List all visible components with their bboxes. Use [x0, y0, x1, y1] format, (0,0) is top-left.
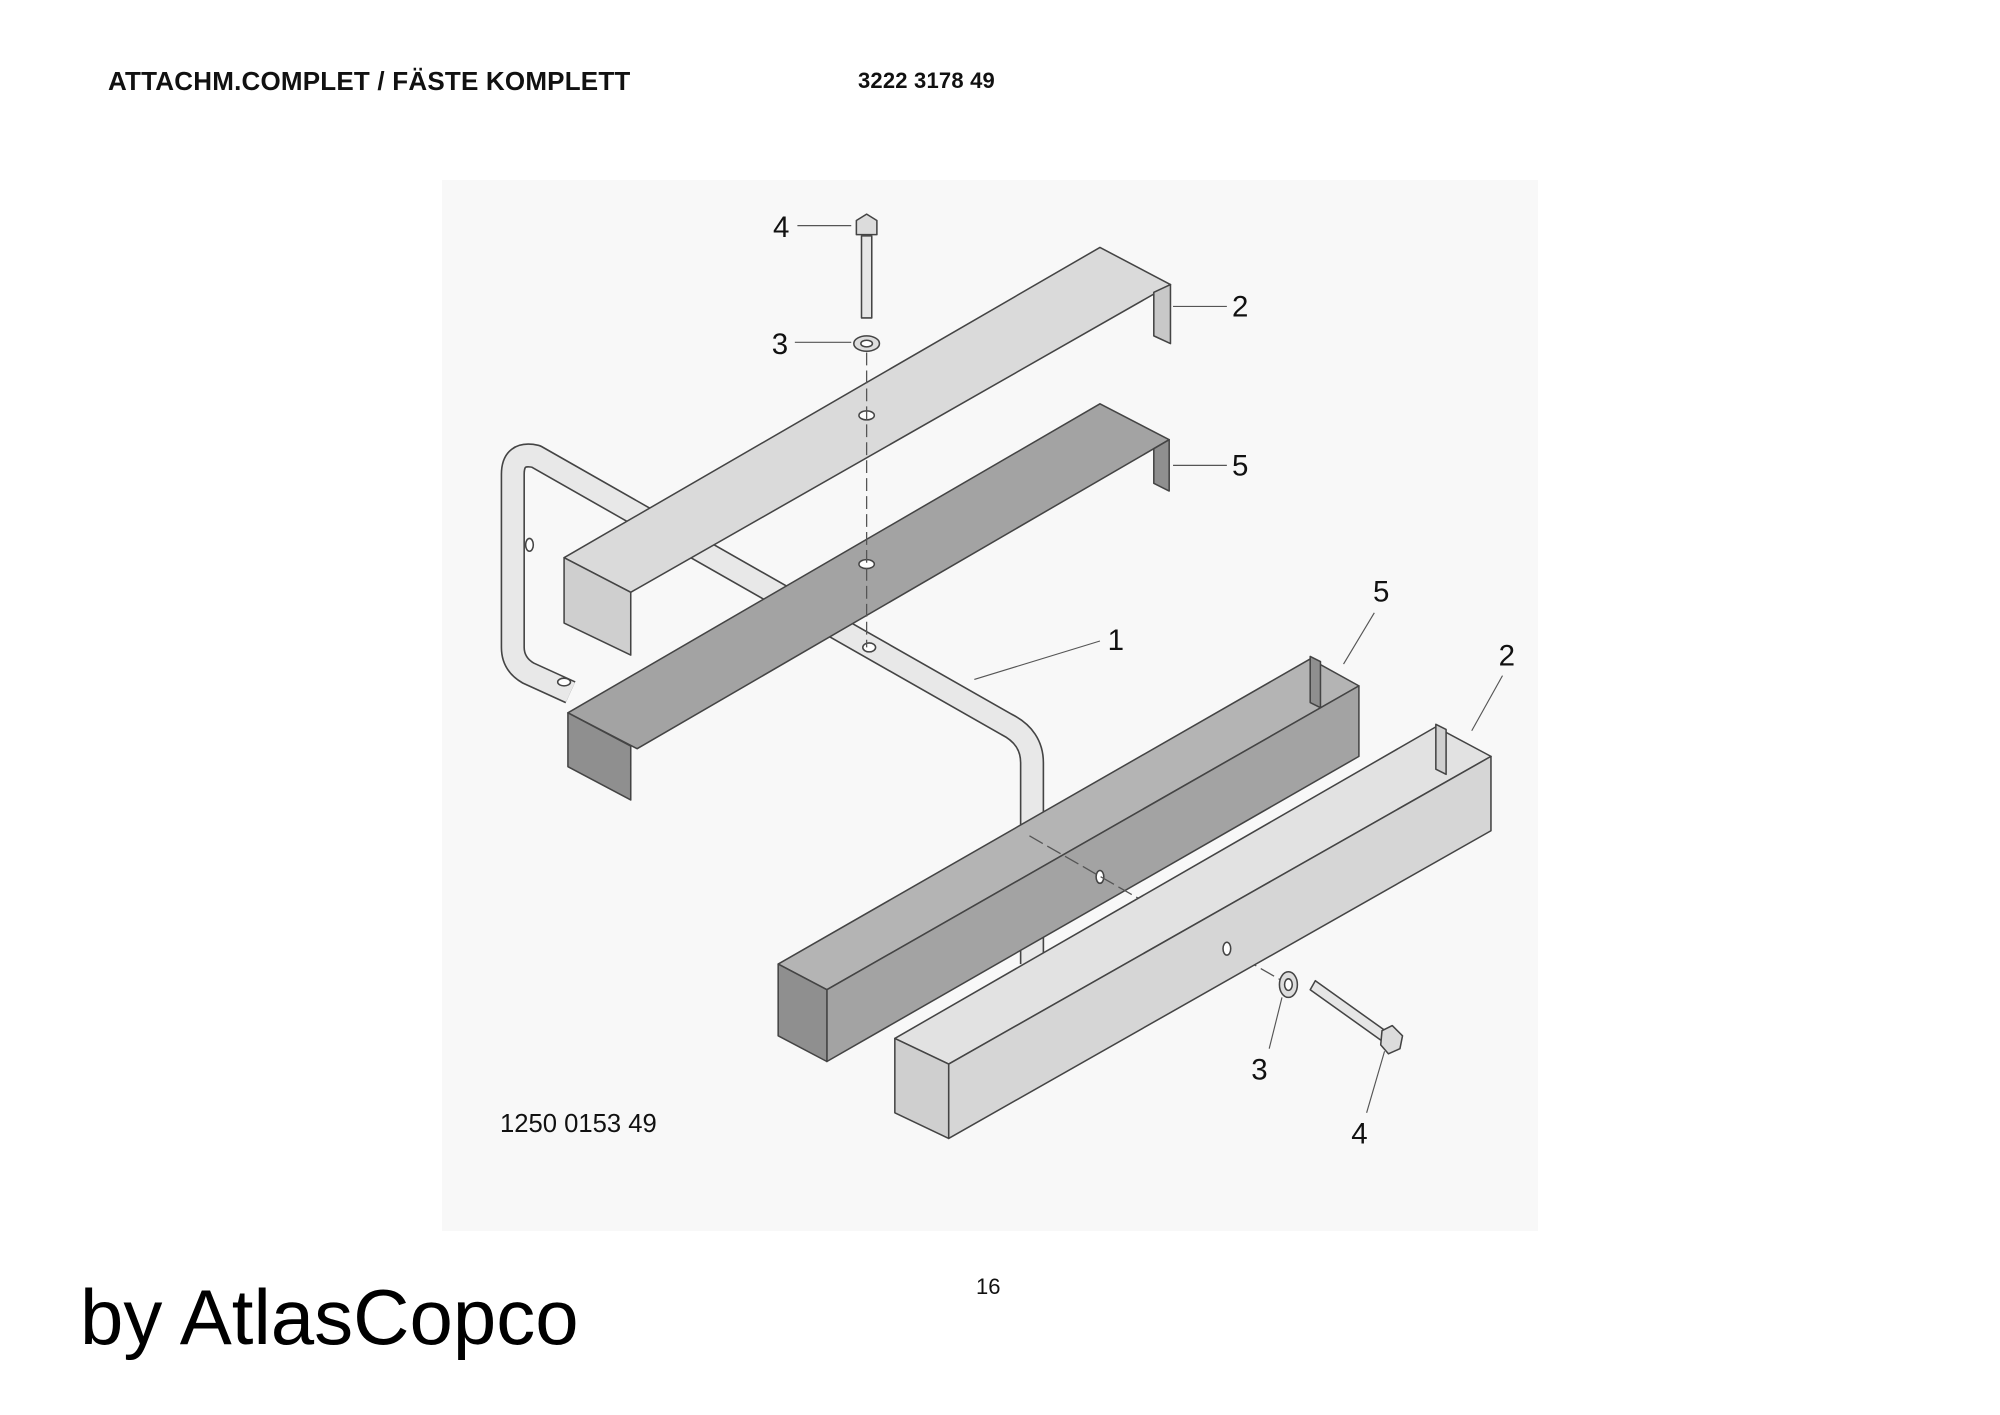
callout-spacer-top: 5: [1232, 450, 1248, 483]
callout-frame: 1: [1108, 624, 1124, 657]
washer-part-3-top: [853, 335, 881, 353]
frame-hole: [862, 642, 877, 653]
callout-spacer-bottom: 5: [1373, 575, 1389, 608]
spacer-part-5-bottom: [777, 655, 1360, 1063]
brand-footer: by AtlasCopco: [80, 1273, 579, 1361]
callout-bolt-top: 4: [773, 211, 789, 244]
callout-leaders: [794, 225, 1504, 1113]
bolt-part-4-top: [855, 213, 878, 319]
washer-part-3-bottom: [1278, 970, 1299, 999]
bolt-part-4-bottom: [1309, 979, 1404, 1055]
part-number: 3222 3178 49: [858, 68, 995, 93]
bracket-part-2-bottom: [894, 723, 1492, 1140]
callout-bolt-bottom: 4: [1351, 1118, 1367, 1151]
page-title: ATTACHM.COMPLET / FÄSTE KOMPLETT: [108, 66, 631, 96]
spacer-part-5-top: [567, 403, 1170, 801]
page-number: 16: [976, 1274, 1001, 1299]
callout-washer-bottom: 3: [1251, 1053, 1267, 1086]
callout-bracket-bottom: 2: [1499, 639, 1515, 672]
drawing-number: 1250 0153 49: [500, 1110, 657, 1138]
bracket-part-2-top: [563, 246, 1172, 656]
callout-washer-top: 3: [772, 328, 788, 361]
callout-bracket-top: 2: [1232, 291, 1248, 324]
